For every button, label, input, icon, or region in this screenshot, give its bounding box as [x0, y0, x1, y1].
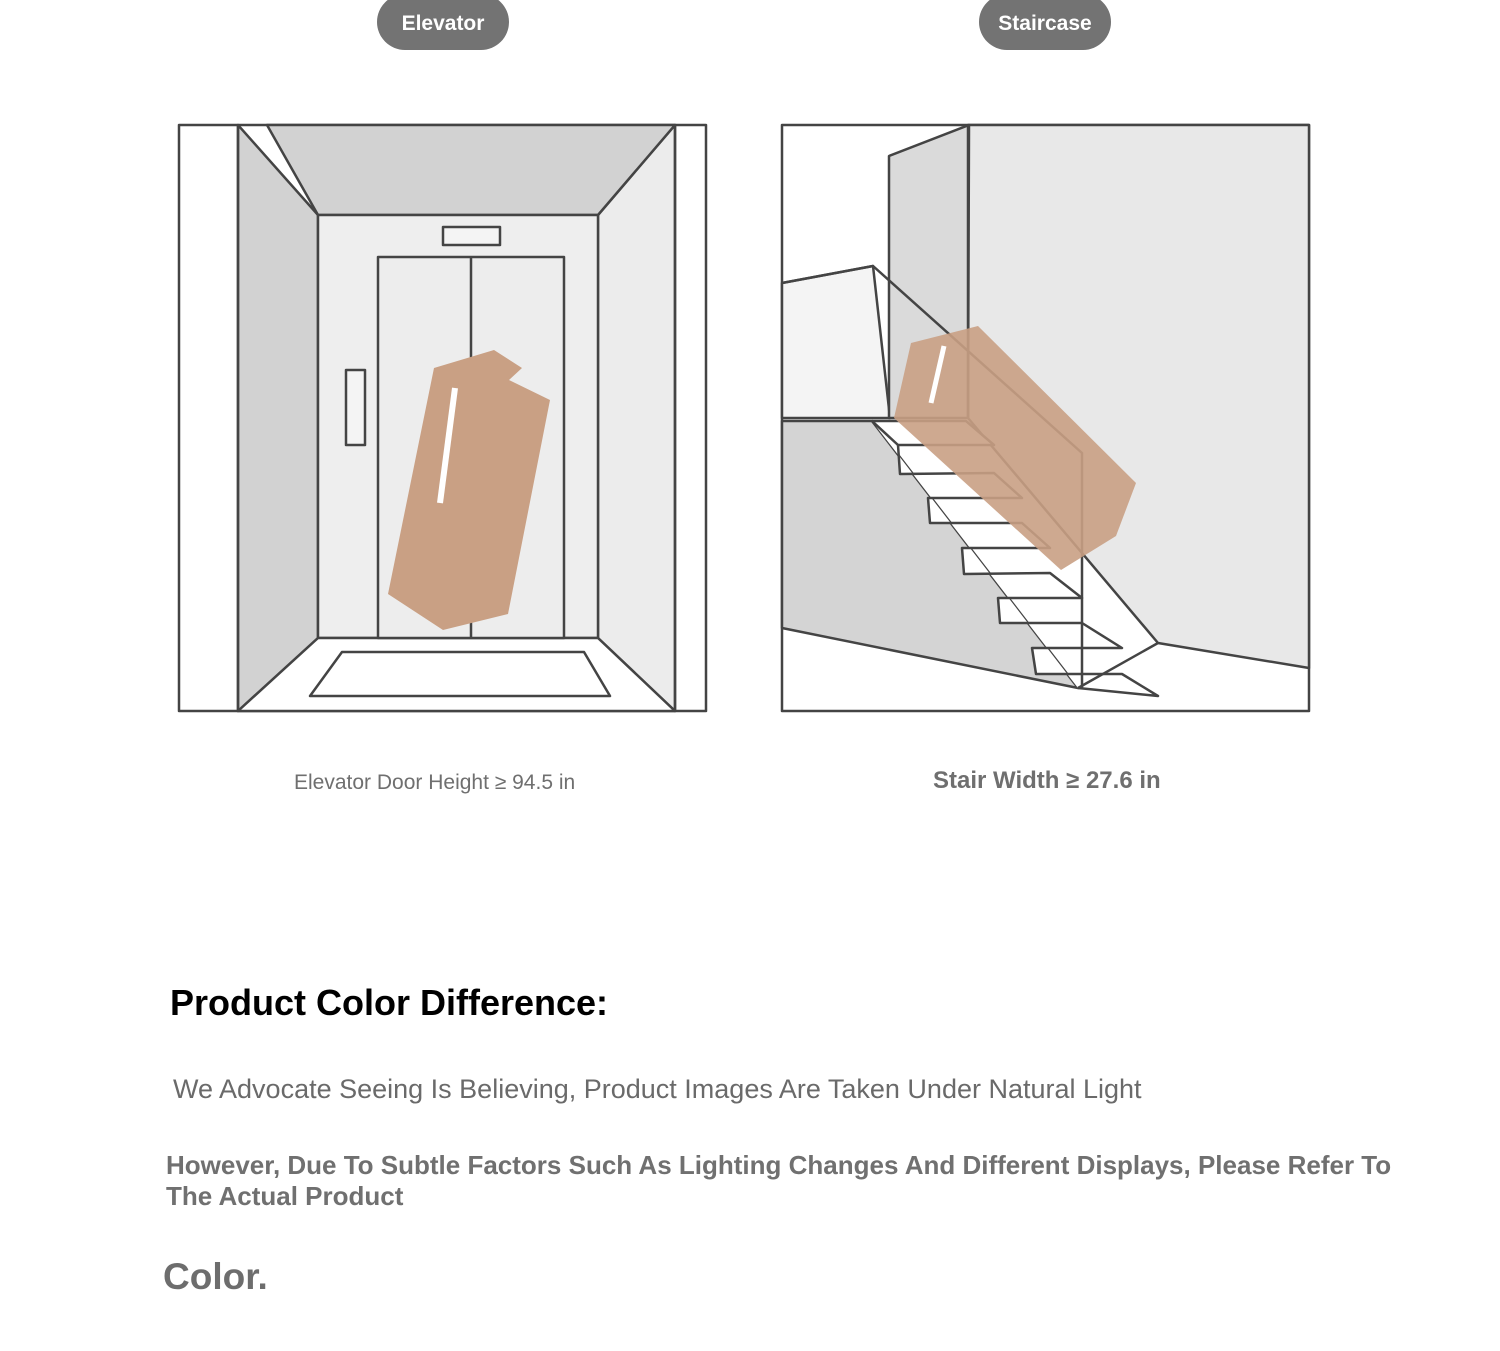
stair-width-caption: Stair Width ≥ 27.6 in: [933, 767, 1161, 794]
staircase-illustration: [780, 123, 1311, 713]
natural-light-note: We Advocate Seeing Is Believing, Product…: [173, 1074, 1142, 1104]
staircase-label: Staircase: [979, 0, 1111, 50]
elevator-label: Elevator: [377, 0, 509, 50]
display-difference-note: However, Due To Subtle Factors Such As L…: [166, 1150, 1392, 1211]
color-label: Color.: [163, 1256, 268, 1297]
elevator-illustration: [177, 123, 708, 713]
color-difference-heading: Product Color Difference:: [170, 982, 609, 1023]
elevator-door-height-caption: Elevator Door Height ≥ 94.5 in: [294, 771, 576, 794]
